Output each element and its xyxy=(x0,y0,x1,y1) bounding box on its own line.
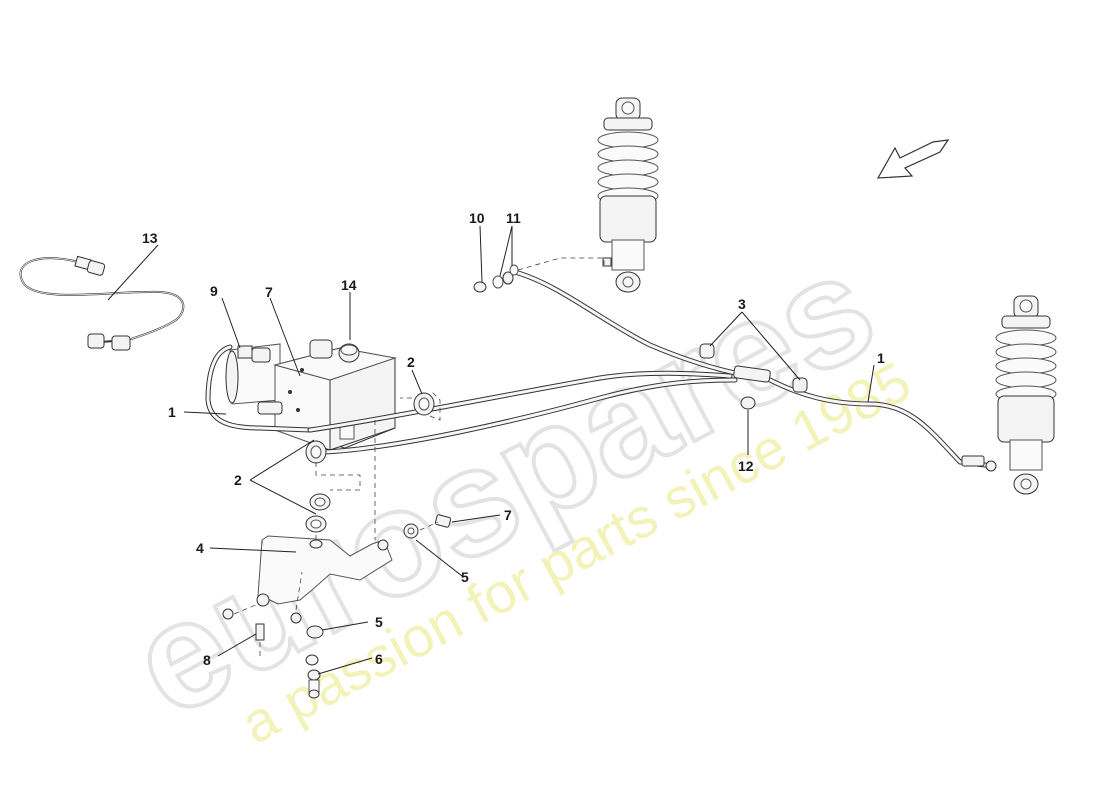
callout-14: 14 xyxy=(341,277,357,293)
leader-lines xyxy=(107,225,875,675)
callout-8: 8 xyxy=(203,652,211,668)
rubber-mounts xyxy=(305,391,441,568)
wiring-harness xyxy=(19,255,185,351)
callout-9: 9 xyxy=(210,283,218,299)
callout-12: 12 xyxy=(738,458,754,474)
pipe-fittings xyxy=(473,257,605,293)
shock-absorber-upper xyxy=(597,97,659,293)
mounting-bracket xyxy=(256,535,393,624)
callout-2-lower: 2 xyxy=(234,472,242,488)
callout-10: 10 xyxy=(469,210,485,226)
callout-11: 11 xyxy=(506,210,521,226)
hydraulic-lines xyxy=(205,269,997,472)
callout-4: 4 xyxy=(196,540,204,556)
pipe-clips xyxy=(699,343,808,410)
direction-arrow-icon xyxy=(876,139,950,179)
callout-5-lower: 5 xyxy=(375,614,383,630)
callout-6: 7 xyxy=(265,284,273,300)
callout-7-right: 7 xyxy=(504,507,512,523)
callout-1-left: 1 xyxy=(168,404,176,420)
callout-5-right: 5 xyxy=(461,569,469,585)
callout-13: 13 xyxy=(142,230,158,246)
callout-labels: 13 9 7 14 2 10 11 3 1 1 12 2 4 5 7 5 8 6 xyxy=(142,210,885,668)
shock-absorber-right xyxy=(995,295,1057,495)
hydraulic-pump-unit xyxy=(225,339,397,451)
callout-7-lower: 6 xyxy=(375,651,383,667)
callout-1-right: 1 xyxy=(877,350,885,366)
fasteners xyxy=(222,514,452,699)
callout-2-upper: 2 xyxy=(407,354,415,370)
callout-3: 3 xyxy=(738,296,746,312)
watermark: eurospares a passion for parts since 198… xyxy=(104,218,920,755)
watermark-logo: eurospares xyxy=(106,220,899,748)
